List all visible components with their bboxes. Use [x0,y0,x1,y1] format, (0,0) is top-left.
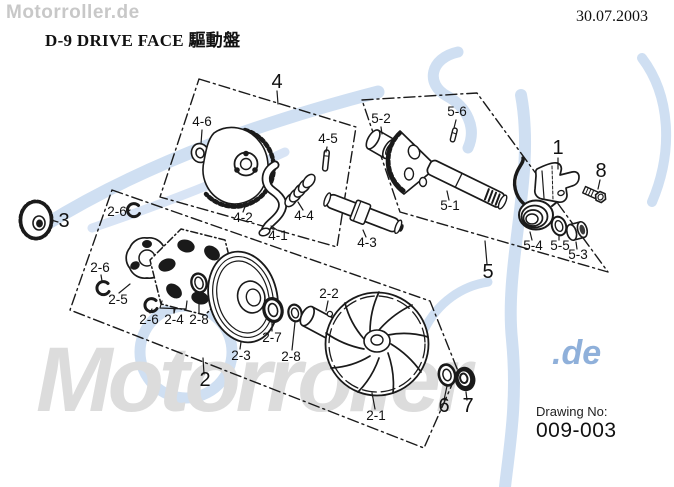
part-label-1: 1 [552,137,563,159]
part-5-3-collar [565,220,589,242]
part-label-7: 7 [462,395,473,417]
drawing-no-label: Drawing No: [536,404,608,419]
part-2-6-clips [95,202,159,314]
part-label-2-2: 2-2 [319,286,339,301]
part-4-2-sprocket [202,126,276,209]
drawing-no-block: Drawing No: 009-003 [536,404,617,443]
part-8-bolt [582,185,607,204]
part-3-gear [18,199,54,241]
part-label-2-5: 2-5 [108,292,128,307]
part-2-1-fan-face [324,291,430,397]
part-label-2: 2 [199,369,210,391]
part-label-5-4: 5-4 [523,238,543,253]
leader-lines [50,90,601,410]
part-label-4: 4 [271,71,282,93]
part-label-8: 8 [595,160,606,182]
part-label-2-3: 2-3 [231,348,251,363]
part-label-4-4: 4-4 [294,208,314,223]
sketch-leg-shield [499,89,532,487]
part-label-2-4: 2-4 [164,312,184,327]
part-7-nut [454,366,476,392]
part-label-3: 3 [58,210,69,232]
part-4-1-lever [258,160,288,237]
part-5-5-washer [550,215,568,237]
part-label-4-1: 4-1 [268,228,288,243]
part-label-5-2: 5-2 [371,111,391,126]
part-label-6: 6 [438,395,449,417]
part-label-2-6a: 2-6 [107,204,127,219]
part-1-bracket [533,161,580,204]
drawing-no-value: 009-003 [536,419,617,442]
part-5-6-pin [449,127,458,143]
part-label-4-6: 4-6 [192,114,212,129]
part-label-5: 5 [482,261,493,283]
sketch-handlebar [427,46,477,154]
date-label: 30.07.2003 [576,8,648,25]
part-2-8-oring-left [190,272,208,294]
part-label-5-5: 5-5 [550,238,570,253]
clip-bottom [143,297,159,314]
part-label-4-3: 4-3 [357,235,377,250]
part-5-1-kick-spindle [385,130,508,210]
group-5-boundary [361,92,609,273]
clip-left [95,280,111,297]
sketch-rear-arc [637,53,672,207]
part-label-2-8a: 2-8 [189,312,209,327]
part-label-5-1: 5-1 [440,198,460,213]
part-2-3-drive-pulley [207,250,279,344]
part-label-2-6c: 2-6 [139,312,159,327]
part-label-4-5: 4-5 [318,131,338,146]
part-4-3-shaft [323,192,404,235]
part-label-2-6b: 2-6 [90,260,110,275]
part-6-washer [437,363,457,387]
part-label-2-7: 2-7 [262,330,282,345]
part-label-4-2: 4-2 [233,210,253,225]
part-label-2-1: 2-1 [366,408,386,423]
group-2-boundary [69,189,459,449]
part-5-4-spring [512,156,558,231]
page-title: D-9 DRIVE FACE 驅動盤 [45,31,241,50]
watermark-corner: Motorroller.de [6,2,140,23]
part-4-5-pin [321,149,331,172]
part-label-5-3: 5-3 [568,247,588,262]
part-label-5-6: 5-6 [447,104,467,119]
group-4-boundary [159,78,357,248]
part-4-4-spring [284,173,316,208]
watermark-de-suffix: .de [552,334,602,372]
part-2-7-collar [262,297,284,323]
sketch-footrest [419,277,493,335]
part-label-2-8b: 2-8 [281,349,301,364]
clip-top [125,202,141,219]
